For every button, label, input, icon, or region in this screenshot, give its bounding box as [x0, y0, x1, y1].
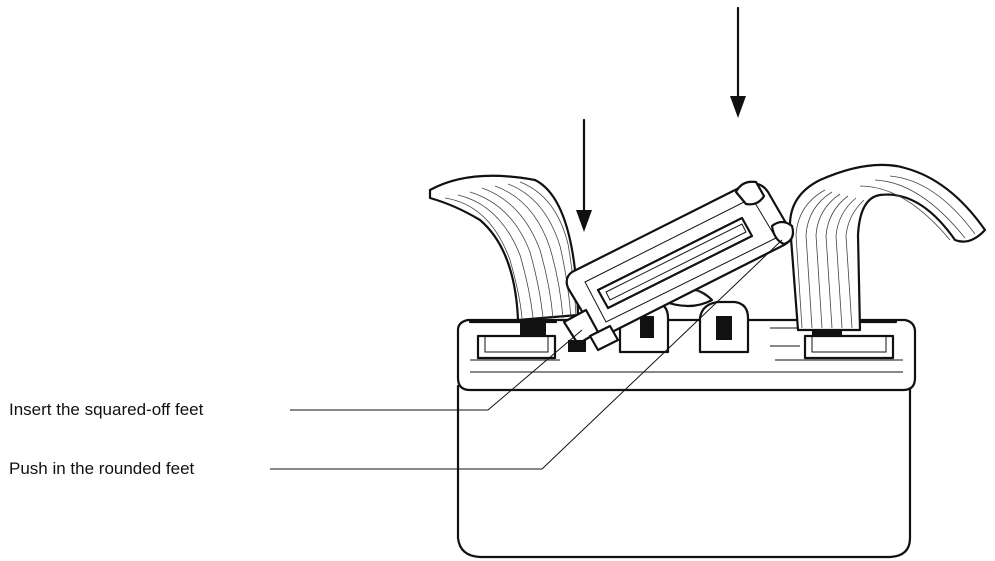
terminator-module	[562, 180, 795, 352]
leader-line-squared-feet	[290, 329, 583, 411]
callout-squared-feet: Insert the squared-off feet	[9, 400, 204, 419]
left-ribbon-cable	[428, 174, 580, 322]
callout-rounded-feet: Push in the rounded feet	[9, 459, 195, 478]
connector-base-box	[456, 318, 917, 559]
right-ribbon-cable	[788, 163, 987, 332]
right-down-arrow	[730, 6, 746, 118]
left-cable-socket	[468, 320, 558, 360]
leader-line-rounded-feet	[270, 239, 783, 470]
left-down-arrow	[576, 118, 592, 232]
